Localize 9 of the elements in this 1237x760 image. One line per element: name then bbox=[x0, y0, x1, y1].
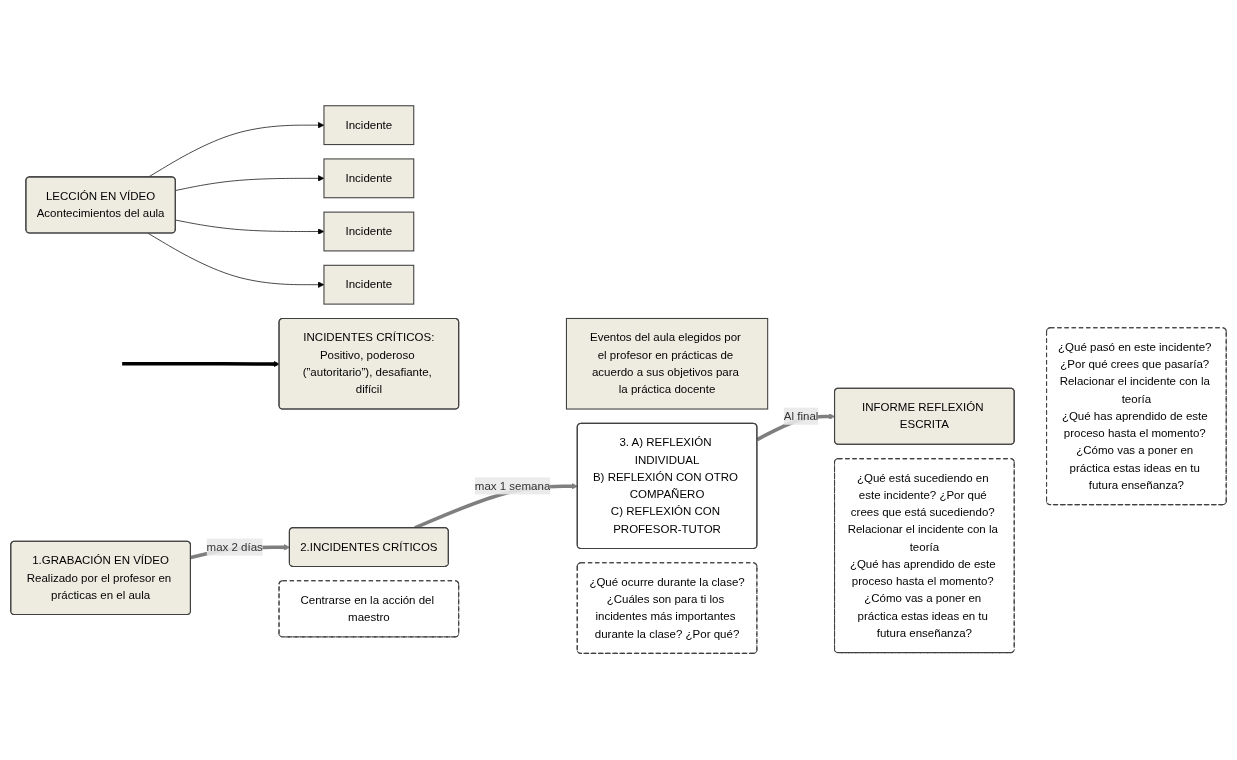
edge-label: Al final bbox=[783, 410, 819, 423]
node-box: Incidente bbox=[323, 158, 415, 199]
arrow bbox=[122, 361, 280, 368]
node-box: Eventos del aula elegidos por el profesor en prácticas de acuerdo a sus objetivos para la práctica docente bbox=[565, 318, 769, 410]
node-box: Incidente bbox=[323, 105, 415, 146]
edge-label: max 1 semana bbox=[474, 479, 551, 493]
edge-label: max 2 días bbox=[206, 540, 263, 554]
node-box: Incidente bbox=[323, 265, 415, 306]
node-box: Incidente bbox=[323, 212, 415, 252]
